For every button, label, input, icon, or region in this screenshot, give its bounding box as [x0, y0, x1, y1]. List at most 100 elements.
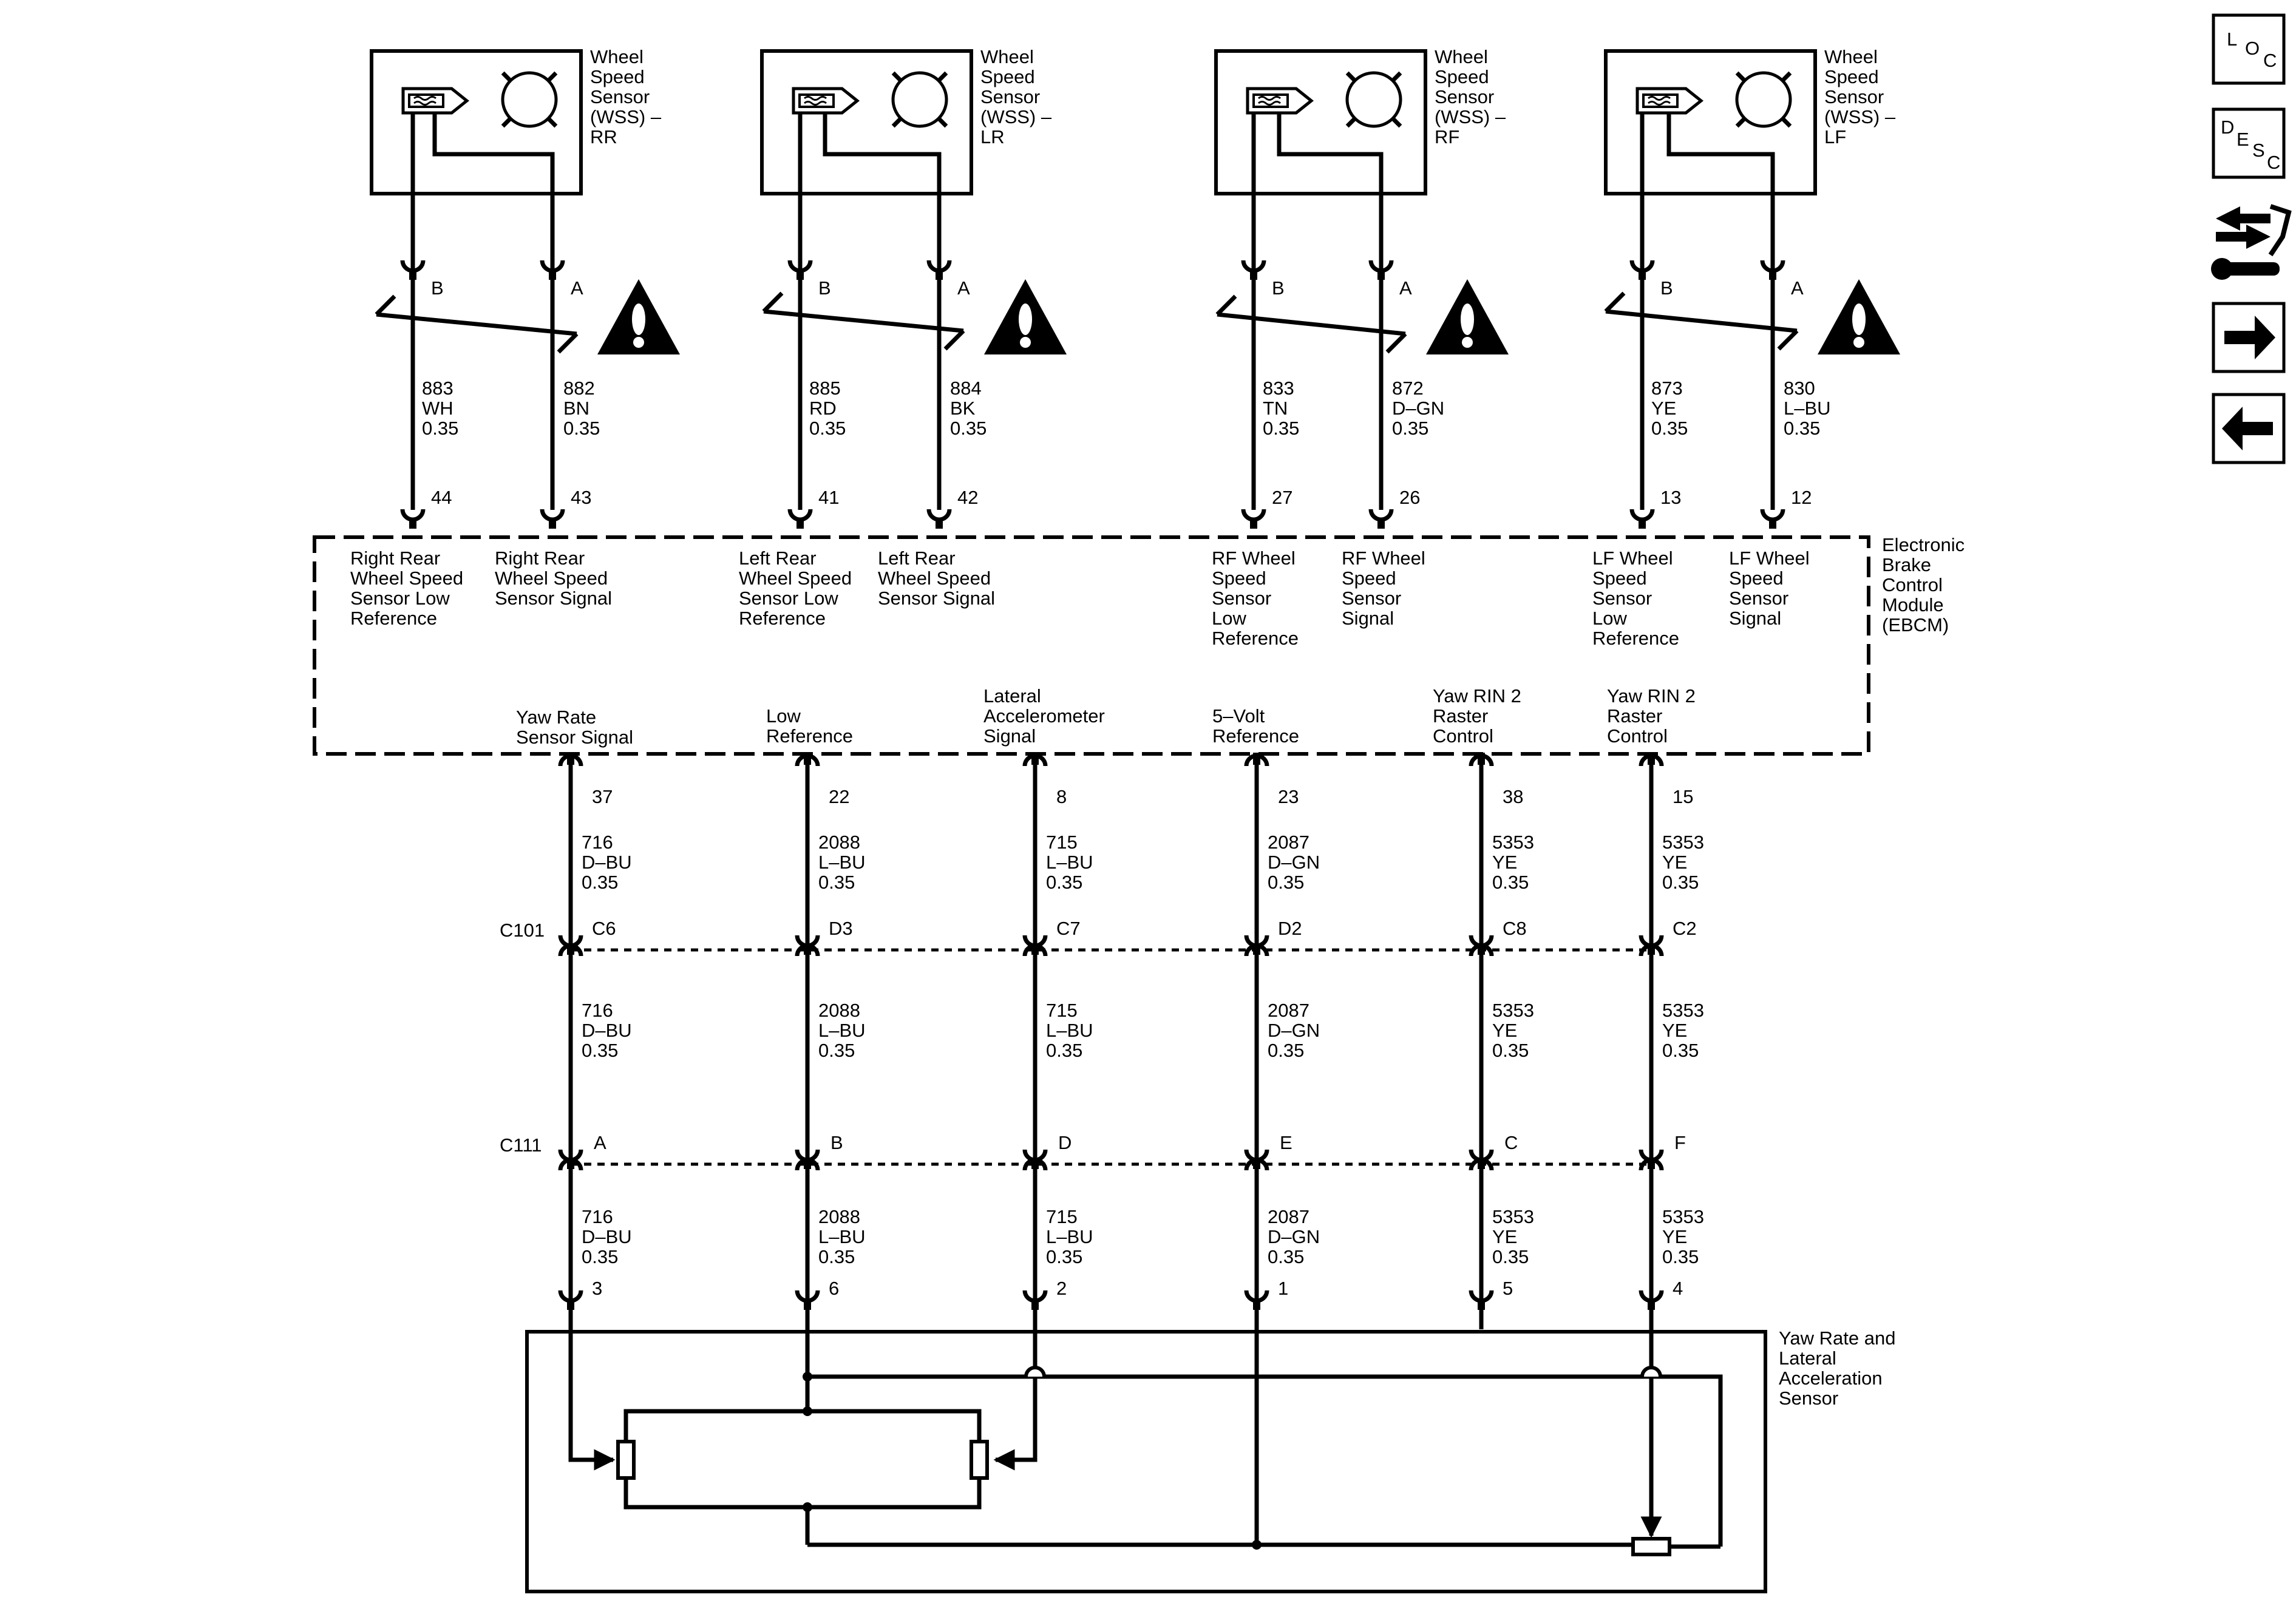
- sensor-pin-number: 2: [1056, 1278, 1067, 1299]
- yaw-internal-wire: [623, 1478, 982, 1510]
- wire-b-label-line: 0.35: [1651, 418, 1688, 439]
- yaw-internal-wire: [623, 1409, 982, 1442]
- twisted-pair-hook: [762, 291, 784, 313]
- sensor-title-line: Sensor: [1435, 86, 1494, 107]
- junction-dot: [803, 1502, 812, 1512]
- twisted-pair-hook: [375, 294, 396, 316]
- ebcm-pin-label-line: Speed: [1342, 568, 1396, 589]
- c111-terminal-lower: [1469, 1158, 1494, 1171]
- ebcm-pin-cup-stub: [1639, 518, 1646, 529]
- magnetic-wave-icon: [1258, 96, 1281, 106]
- wire-b-label-line: WH: [422, 398, 453, 419]
- c101-cavity-label: D2: [1278, 918, 1302, 939]
- wire-b-label-line: RD: [809, 398, 837, 419]
- sensor-title-line: Wheel: [1824, 46, 1878, 67]
- loc-button[interactable]: [2212, 13, 2286, 85]
- wire-crossover: [1024, 1366, 1046, 1377]
- terminal-a-label: A: [1791, 277, 1804, 299]
- sensor-pin-cup-stub: [1031, 1299, 1039, 1310]
- wheel-speed-sensor-rr: [370, 49, 583, 195]
- twisted-pair-hook: [943, 329, 965, 351]
- sensor-title-line: Speed: [1824, 66, 1879, 87]
- ebcm-pin-number: 43: [571, 487, 591, 508]
- ebcm-pin-label-line: Sensor: [1592, 588, 1652, 609]
- ebcm-pin-label-line: Accelerometer: [983, 705, 1105, 727]
- c101-terminal-lower: [1244, 943, 1269, 957]
- ebcm-pin-label-line: RF Wheel: [1342, 547, 1425, 569]
- c101-cavity-label: D3: [829, 918, 853, 939]
- wire-label-line: YE: [1662, 1226, 1687, 1247]
- junction-dot: [803, 1406, 812, 1416]
- wheel-speed-sensor-lf: [1604, 49, 1817, 195]
- ebcm-pin-cup-stub: [1377, 518, 1385, 529]
- ebcm-pin-label-line: Wheel Speed: [495, 568, 608, 589]
- warning-icon: [1426, 279, 1509, 354]
- ebcm-pin-label-line: Signal: [983, 725, 1036, 747]
- sensor-pin-cup-stub: [1648, 1299, 1655, 1310]
- terminal-a-stub: [1769, 269, 1776, 280]
- tone-wheel-tooth: [501, 71, 512, 83]
- sensor-title-line: Speed: [980, 66, 1035, 87]
- sensor-pin-number: 1: [1278, 1278, 1288, 1299]
- wire-label-line: 2087: [1268, 832, 1309, 853]
- ebcm-pin-label-line: Yaw RIN 2: [1433, 685, 1521, 707]
- warning-icon-bar: [632, 303, 645, 335]
- sensor-title-line: Sensor: [1824, 86, 1884, 107]
- warning-icon-bar: [1461, 303, 1474, 335]
- sensor-title-line: (WSS) –: [590, 106, 662, 127]
- wire-label-line: 2087: [1268, 1206, 1309, 1227]
- yaw-resistor-bottom: [1631, 1537, 1671, 1556]
- ebcm-pin-number: 42: [957, 487, 978, 508]
- wire-label-line: 715: [1046, 832, 1078, 853]
- c101-terminal-lower: [558, 943, 583, 957]
- wire-a-label-line: BN: [563, 398, 589, 419]
- wire-label-line: 0.35: [1492, 1040, 1529, 1061]
- wire-crossover: [1640, 1366, 1662, 1377]
- c101-cavity-label: C2: [1673, 918, 1697, 939]
- tone-wheel-tooth: [546, 71, 558, 83]
- ebcm-pin-label-line: Control: [1433, 725, 1493, 747]
- wire-a-label-line: BK: [950, 398, 976, 419]
- ebcm-pin-label-line: Wheel Speed: [739, 568, 852, 589]
- wire-label-line: YE: [1492, 1020, 1517, 1041]
- double-arrow-icon: [2216, 206, 2271, 231]
- sensor-pin-number: 6: [829, 1278, 839, 1299]
- wire-label-line: 0.35: [1268, 1246, 1304, 1267]
- desc-letter: S: [2252, 140, 2265, 161]
- sensor-title-line: Sensor: [980, 86, 1040, 107]
- sensor-pin-cup-stub: [567, 1299, 574, 1310]
- c111-cavity-label: E: [1280, 1132, 1292, 1153]
- c111-connector-label: C111: [500, 1134, 542, 1156]
- sensor-pin-cup-stub: [1253, 1299, 1260, 1310]
- desc-button[interactable]: [2212, 107, 2286, 179]
- sensor-title-line: (WSS) –: [1824, 106, 1896, 127]
- wire-label-line: 0.35: [1268, 872, 1304, 893]
- ebcm-title-line: Control: [1882, 574, 1943, 595]
- c111-cavity-label: D: [1058, 1132, 1072, 1153]
- warning-icon: [984, 279, 1067, 354]
- wire-label-line: 5353: [1662, 1000, 1704, 1021]
- sensor-title-line: Wheel: [1435, 46, 1488, 67]
- twisted-pair-hook: [557, 332, 579, 354]
- wire-label-line: 0.35: [582, 1040, 618, 1061]
- wire-b-label-line: 0.35: [1263, 418, 1299, 439]
- c111-terminal-lower: [558, 1158, 583, 1171]
- tone-wheel-tooth: [1345, 117, 1357, 128]
- terminal-b-stub: [796, 269, 804, 280]
- sensor-lead-a: [1277, 113, 1384, 194]
- ebcm-title-line: Module: [1882, 594, 1944, 615]
- desc-letter: E: [2237, 129, 2249, 150]
- ebcm-pin-label-line: Signal: [1342, 608, 1394, 629]
- ebcm-lower-pin-stub: [567, 753, 574, 765]
- wire-label-line: 0.35: [818, 1040, 855, 1061]
- wire-label-line: YE: [1492, 852, 1517, 873]
- sensor-title-line: Wheel: [980, 46, 1034, 67]
- sensor-title-line: Speed: [1435, 66, 1489, 87]
- wire-label-line: 0.35: [818, 1246, 855, 1267]
- ebcm-title-line: Electronic: [1882, 534, 1965, 555]
- yaw-sensor-title-line: Acceleration: [1779, 1368, 1883, 1389]
- connector-tool-icon[interactable]: [2211, 204, 2292, 280]
- twisted-pair-hook: [1604, 291, 1626, 313]
- ebcm-pin-label-line: Sensor Signal: [516, 727, 633, 748]
